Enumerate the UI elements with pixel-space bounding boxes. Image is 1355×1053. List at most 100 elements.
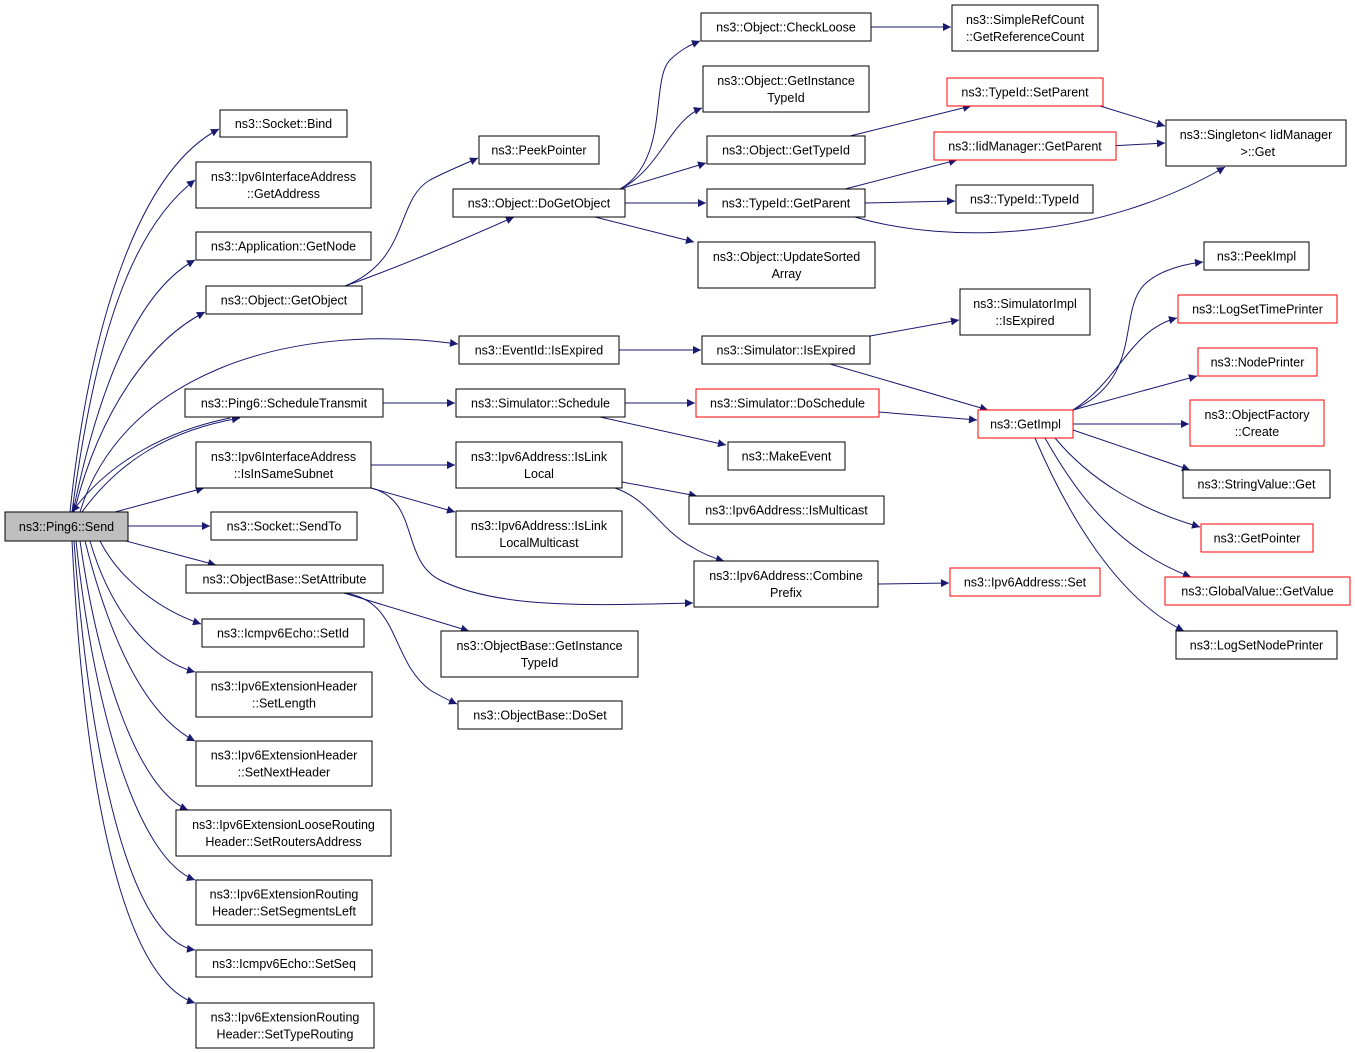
node-label: ns3::Ipv6ExtensionRouting [211,1011,360,1025]
node-box [175,809,392,857]
node-label: ::SetNextHeader [238,766,330,780]
graph-node[interactable]: ns3::TypeId::SetParent [946,77,1104,107]
graph-node[interactable]: ns3::Application::GetNode [195,231,372,261]
node-label: ::Create [1235,425,1280,439]
node-box [1203,241,1310,271]
graph-node[interactable]: ns3::Simulator::DoSchedule [695,388,880,418]
edge-n6-to-n33 [370,487,694,608]
graph-node[interactable]: ns3::StringValue::Get [1182,469,1331,499]
edge-n0-to-n11 [84,540,196,742]
node-label: ns3::PeekImpl [1217,250,1296,264]
node-label: ns3::Ipv6InterfaceAddress [211,170,356,184]
graph-node[interactable]: ns3::Icmpv6Echo::SetSeq [195,949,373,978]
node-box [933,131,1117,161]
node-label: Array [772,267,803,281]
graph-node[interactable]: ns3::Ipv6Address::Set [949,567,1101,597]
node-label: ns3::NodePrinter [1211,356,1305,370]
node-label: ns3::EventId::IsExpired [475,344,604,358]
graph-node[interactable]: ns3::Socket::SendTo [210,511,358,541]
graph-node[interactable]: ns3::Object::GetObject [205,285,363,315]
graph-node[interactable]: ns3::Ping6::ScheduleTransmit [184,388,384,418]
edge-n17-to-n28 [594,216,695,244]
graph-node[interactable]: ns3::SimulatorImpl::IsExpired [959,288,1091,336]
graph-node[interactable]: ns3::GlobalValue::GetValue [1164,576,1351,606]
node-box [977,409,1074,439]
edge-n0-to-n4 [73,311,206,513]
graph-node[interactable]: ns3::SimpleRefCount::GetReferenceCount [951,4,1099,52]
node-label: ns3::SimulatorImpl [973,297,1077,311]
graph-node[interactable]: ns3::Ipv6ExtensionRoutingHeader::SetSegm… [195,879,373,926]
edge-n0-to-n3 [72,259,196,513]
graph-node[interactable]: ns3::Ipv6InterfaceAddress::IsInSameSubne… [195,441,372,489]
graph-node[interactable]: ns3::GetPointer [1200,523,1314,553]
node-label: ns3::Ipv6ExtensionLooseRouting [192,818,375,832]
graph-node[interactable]: ns3::ObjectBase::SetAttribute [185,564,384,594]
edge-n17-to-n24 [619,40,701,190]
node-label: ns3::Ipv6ExtensionHeader [211,680,358,694]
graph-node[interactable]: ns3::Simulator::Schedule [455,388,626,418]
graph-node[interactable]: ns3::TypeId::TypeId [955,184,1094,214]
edge-n0-to-n13 [75,540,196,882]
node-label: ns3::Simulator::Schedule [471,397,610,411]
edge-n0-to-n12 [79,540,189,811]
graph-node[interactable]: ns3::NodePrinter [1197,347,1318,377]
graph-node[interactable]: ns3::EventId::IsExpired [458,335,620,365]
node-label: ns3::LogSetTimePrinter [1192,303,1323,317]
node-box [195,231,372,261]
node-box [478,135,600,165]
node-box [195,949,373,978]
node-label: ns3::Application::GetNode [211,240,356,254]
edge-n36-to-n41 [1109,139,1166,148]
edge-layer [69,23,1226,1005]
graph-node[interactable]: ns3::Object::GetTypeId [706,135,866,165]
node-label: ns3::Ipv6Address::Combine [709,569,863,583]
node-label: ns3::MakeEvent [742,450,832,464]
graph-node[interactable]: ns3::Ipv6ExtensionLooseRoutingHeader::Se… [175,809,392,857]
node-label: ns3::Ipv6Address::Set [964,576,1087,590]
graph-node[interactable]: ns3::Ipv6ExtensionHeader::SetLength [195,671,373,718]
node-label: ns3::Ipv6Address::IsMulticast [705,504,868,518]
node-box [1165,119,1347,167]
node-box [697,241,876,289]
edge-n33-to-n40 [877,579,950,588]
edge-n5-to-n0 [71,417,231,513]
node-box [1197,347,1318,377]
graph-node[interactable]: ns3::Ipv6InterfaceAddress::GetAddress [195,161,372,209]
graph-node[interactable]: ns3::IidManager::GetParent [933,131,1117,161]
node-box [700,12,872,42]
graph-node[interactable]: ns3::MakeEvent [727,441,846,471]
node-label: Local [524,467,554,481]
graph-node[interactable]: ns3::GetImpl [977,409,1074,439]
edge-n27-to-n41 [854,166,1226,234]
graph-node[interactable]: ns3::Simulator::IsExpired [701,335,871,365]
edge-n0-to-n6 [114,486,205,513]
node-label: ns3::Ipv6Address::IsLink [471,519,608,533]
graph-root-node[interactable]: ns3::Ping6::Send [4,511,129,542]
graph-node[interactable]: ns3::LogSetTimePrinter [1177,294,1338,324]
graph-node[interactable]: ns3::Object::DoGetObject [452,188,626,218]
graph-node[interactable]: ns3::PeekImpl [1203,241,1310,271]
graph-node[interactable]: ns3::Ipv6ExtensionHeader::SetNextHeader [195,740,373,787]
node-label: TypeId [521,656,559,670]
graph-node[interactable]: ns3::Ipv6Address::IsMulticast [688,495,885,525]
graph-node[interactable]: ns3::Object::CheckLoose [700,12,872,42]
graph-node[interactable]: ns3::Singleton< IidManager >::Get [1165,119,1347,167]
graph-node[interactable]: ns3::LogSetNodePrinter [1175,630,1338,660]
graph-node[interactable]: ns3::TypeId::GetParent [706,188,866,218]
graph-node[interactable]: ns3::ObjectBase::DoSet [457,700,623,730]
graph-node[interactable]: ns3::Socket::Bind [219,109,348,138]
graph-node[interactable]: ns3::Icmpv6Echo::SetId [201,618,365,648]
graph-node[interactable]: ns3::ObjectFactory::Create [1189,399,1325,447]
node-box [955,184,1094,214]
graph-node[interactable]: ns3::PeekPointer [478,135,600,165]
node-box [185,564,384,594]
graph-node[interactable]: ns3::Ipv6ExtensionRoutingHeader::SetType… [195,1002,375,1049]
node-box [195,1002,375,1049]
edge-n20-to-n33 [614,487,725,563]
